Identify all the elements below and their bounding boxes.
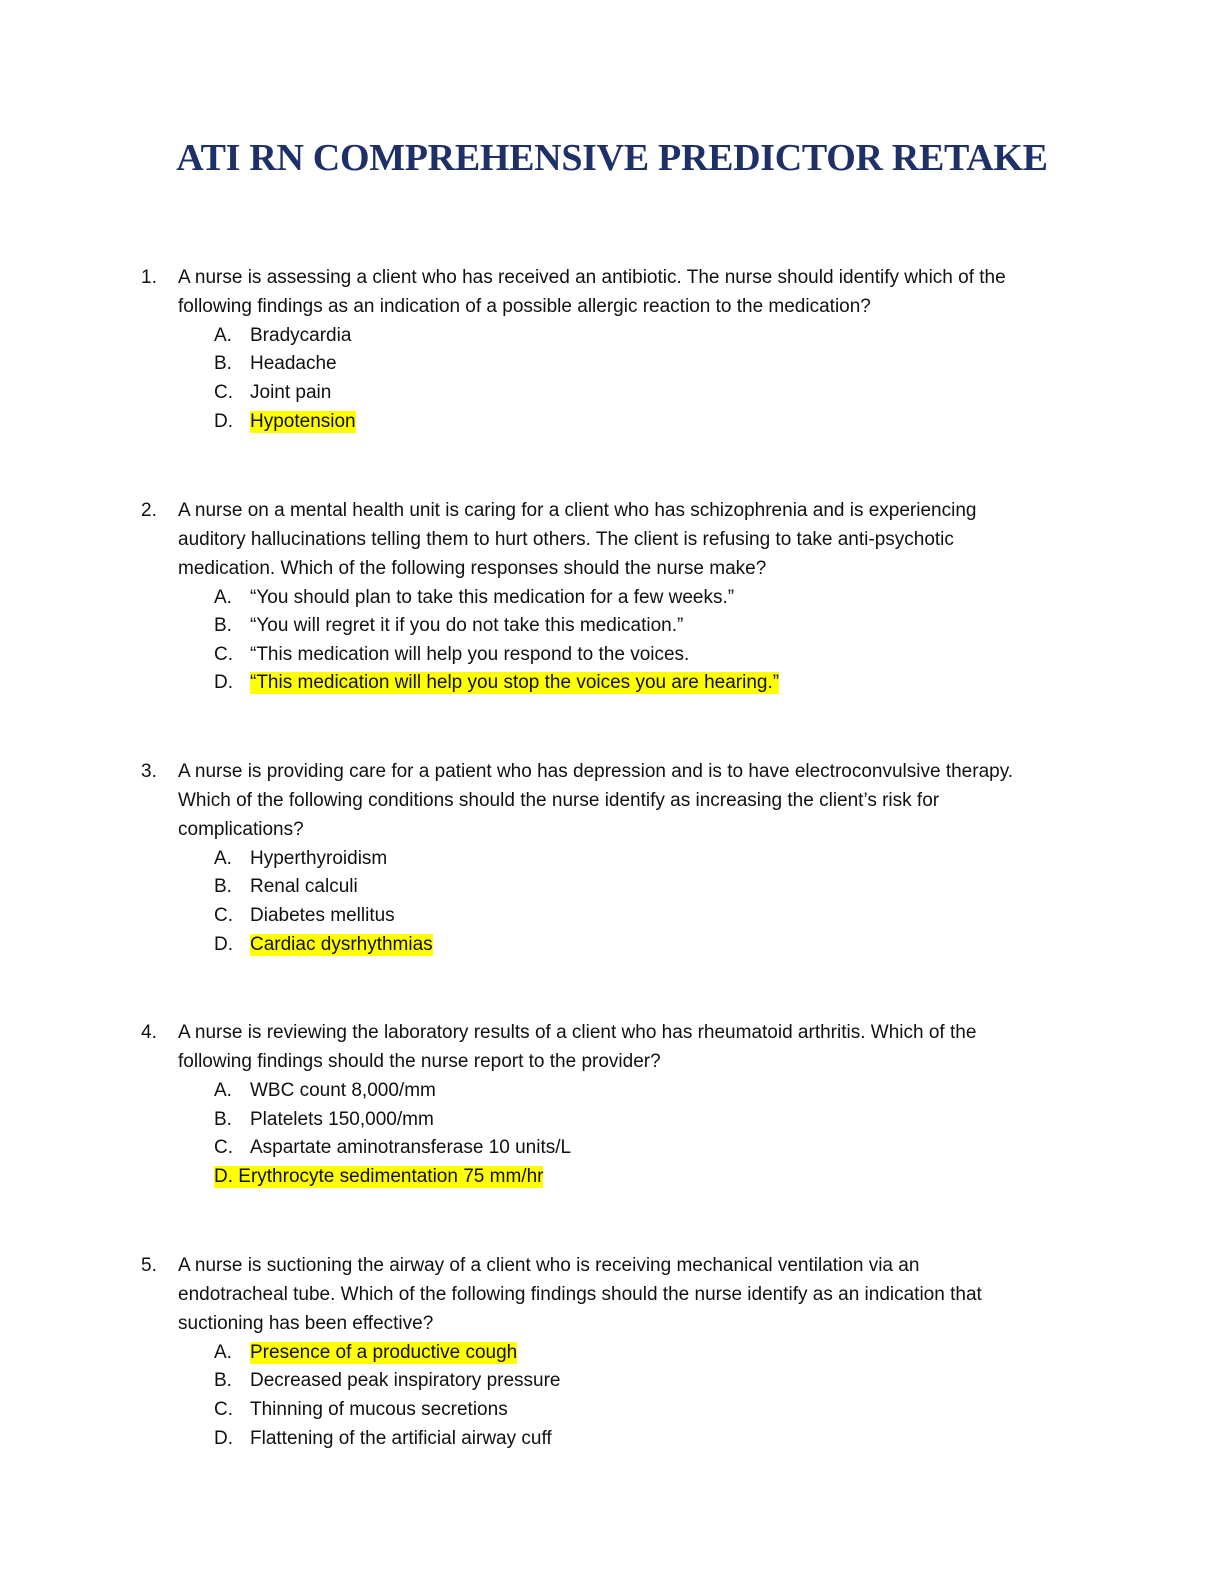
option-letter: A.: [214, 325, 232, 346]
question-number: 5.: [141, 1255, 157, 1276]
option-letter: A.: [214, 1342, 232, 1363]
option-text: Aspartate aminotransferase 10 units/L: [250, 1137, 572, 1158]
highlighted-answer: Hypotension: [250, 411, 356, 433]
option-letter: D.: [214, 411, 233, 432]
option-text: Platelets 150,000/mm: [250, 1109, 434, 1130]
option-letter: A.: [214, 848, 232, 869]
option-text: Thinning of mucous secretions: [250, 1399, 508, 1420]
option-letter: D.: [214, 672, 233, 693]
question-text-line: medication. Which of the following respo…: [178, 558, 767, 579]
option-text: Renal calculi: [250, 876, 358, 897]
question-text-line: A nurse on a mental health unit is carin…: [178, 500, 977, 521]
option-letter: B.: [214, 1370, 232, 1391]
option-letter: A.: [214, 587, 232, 608]
question-text-line: endotracheal tube. Which of the followin…: [178, 1284, 982, 1305]
option-letter: C.: [214, 1399, 233, 1420]
question-number: 2.: [141, 500, 157, 521]
question-text-line: Which of the following conditions should…: [178, 790, 940, 811]
question-number: 3.: [141, 761, 157, 782]
option-text: Diabetes mellitus: [250, 905, 395, 926]
option-letter: D.: [214, 1166, 233, 1187]
option-letter: C.: [214, 382, 233, 403]
option-letter: C.: [214, 644, 233, 665]
option-letter: A.: [214, 1080, 232, 1101]
highlighted-answer: “This medication will help you stop the …: [250, 672, 780, 694]
question-text-line: following findings as an indication of a…: [178, 296, 871, 317]
option-text: WBC count 8,000/mm: [250, 1080, 436, 1101]
option-text: Flattening of the artificial airway cuff: [250, 1428, 552, 1449]
option-text: “You should plan to take this medication…: [250, 587, 735, 608]
option-text: Decreased peak inspiratory pressure: [250, 1370, 561, 1391]
option-letter: B.: [214, 1109, 232, 1130]
option-text: Hyperthyroidism: [250, 848, 388, 869]
option-text: Joint pain: [250, 382, 332, 403]
option-letter: D.: [214, 934, 233, 955]
option-letter: C.: [214, 1137, 233, 1158]
option-letter: B.: [214, 615, 232, 636]
highlighted-answer: D. Erythrocyte sedimentation 75 mm/hr: [214, 1166, 544, 1188]
question-number: 1.: [141, 267, 157, 288]
option-letter: D.: [214, 1428, 233, 1449]
question-text-line: auditory hallucinations telling them to …: [178, 529, 954, 550]
option-text: Headache: [250, 353, 337, 374]
question-text-line: A nurse is providing care for a patient …: [178, 761, 1014, 782]
option-text: Erythrocyte sedimentation 75 mm/hr: [238, 1166, 544, 1187]
question-text-line: following findings should the nurse repo…: [178, 1051, 661, 1072]
option-letter: B.: [214, 353, 232, 374]
option-text: Bradycardia: [250, 325, 352, 346]
document-title: ATI RN COMPREHENSIVE PREDICTOR RETAKE: [176, 137, 1048, 179]
question-number: 4.: [141, 1022, 157, 1043]
question-text-line: complications?: [178, 819, 304, 840]
option-letter: C.: [214, 905, 233, 926]
option-letter: B.: [214, 876, 232, 897]
question-text-line: A nurse is suctioning the airway of a cl…: [178, 1255, 920, 1276]
option-text: “This medication will help you respond t…: [250, 644, 690, 665]
highlighted-answer: Cardiac dysrhythmias: [250, 934, 433, 956]
highlighted-answer: Presence of a productive cough: [250, 1342, 518, 1364]
question-text-line: A nurse is reviewing the laboratory resu…: [178, 1022, 977, 1043]
question-text-line: A nurse is assessing a client who has re…: [178, 267, 1006, 288]
question-text-line: suctioning has been effective?: [178, 1313, 434, 1334]
option-text: “You will regret it if you do not take t…: [250, 615, 684, 636]
